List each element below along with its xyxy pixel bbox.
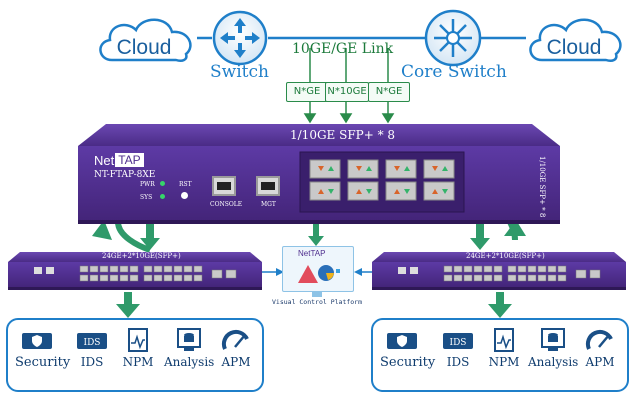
svg-text:IDS: IDS: [450, 338, 467, 348]
cloud-left: Cloud: [99, 18, 192, 62]
tool-analysis-label-right: Analysis: [528, 355, 579, 369]
npm-icon: [494, 328, 514, 352]
small-device-left-label: 24GE+2*10GE(SFP+): [102, 252, 181, 260]
analysis-icon: [541, 328, 565, 351]
cloud-left-label: Cloud: [117, 36, 172, 59]
tool-apm-label: APM: [221, 355, 251, 369]
switch-label: Switch: [210, 62, 269, 82]
main-device: 1/10GE SFP+ * 8 Net TAP NT-FTAP-8XE PWR …: [76, 122, 562, 226]
cloud-right-label: Cloud: [547, 36, 602, 59]
monitor-stand: [312, 291, 322, 297]
small-device-left: 24GE+2*10GE(SFP+): [6, 250, 264, 292]
brand-logo: Net TAP: [94, 152, 144, 168]
shield-icon: [22, 333, 52, 349]
console-label: CONSOLE: [210, 201, 243, 208]
ids-icon: IDS: [443, 333, 473, 349]
small-device-right: 24GE+2*10GE(SFP+): [370, 250, 628, 292]
sfp-ports: [309, 159, 455, 201]
small-device-left-body: [8, 252, 262, 290]
sfp-port-grid: [309, 159, 455, 201]
led-sys-label: SYS: [140, 194, 153, 201]
tool-ids-left: IDS IDS: [70, 327, 114, 369]
led-pwr-label: PWR: [140, 181, 155, 188]
link-box-1: N*GE: [286, 82, 328, 102]
router-icon: [212, 10, 268, 66]
shield-icon: [387, 333, 417, 349]
core-switch-icon: [424, 9, 482, 67]
device-model: NT-FTAP-8XE: [94, 170, 156, 180]
apm-icon: [221, 329, 249, 350]
link-label: 10GE/GE Link: [292, 41, 394, 57]
tool-security-right: Security: [380, 327, 436, 370]
tool-apm-label-right: APM: [585, 355, 615, 369]
tool-analysis-right: Analysis: [528, 327, 578, 369]
tool-security-label: Security: [15, 355, 71, 370]
cloud-links: [197, 36, 526, 40]
small-device-right-body: [372, 252, 626, 290]
main-device-top-label: 1/10GE SFP+ * 8: [290, 128, 396, 142]
control-platform: NetTAP Visual Control Platform: [272, 246, 362, 312]
tool-apm-left: APM: [214, 327, 258, 369]
cloud-right: Cloud: [529, 18, 622, 62]
tool-npm-label-right: NPM: [488, 355, 520, 369]
tool-ids-label-right: IDS: [446, 355, 470, 369]
tool-npm-right: NPM: [482, 327, 526, 369]
side-label: 1/10GE SFP+ * 8: [538, 156, 546, 218]
link-box-2: N*10GE: [325, 82, 369, 102]
tool-ids-label: IDS: [80, 355, 104, 369]
link-box-3: N*GE: [368, 82, 410, 102]
apm-icon: [585, 329, 613, 350]
brand-tap: TAP: [115, 153, 144, 167]
reset-label: RST: [179, 181, 192, 188]
analysis-icon: [177, 328, 201, 351]
led-pwr: [160, 181, 165, 186]
chart-icon: [298, 265, 340, 283]
tool-apm-right: APM: [578, 327, 622, 369]
platform-label: Visual Control Platform: [272, 298, 363, 306]
tool-security-label-right: Security: [380, 355, 436, 370]
brand-net: Net: [94, 152, 115, 168]
tool-analysis-label: Analysis: [164, 355, 215, 369]
tool-security-left: Security: [15, 327, 71, 370]
tool-ids-right: IDS IDS: [436, 327, 480, 369]
npm-icon: [128, 328, 148, 352]
reset-button: [181, 192, 188, 199]
console-port: [212, 176, 236, 196]
platform-brand: NetTAP: [298, 249, 326, 258]
small-device-right-label: 24GE+2*10GE(SFP+): [466, 252, 545, 260]
tools-panel-right: [371, 318, 629, 392]
tool-analysis-left: Analysis: [164, 327, 214, 369]
core-switch-label: Core Switch: [401, 62, 507, 82]
mgt-port: [256, 176, 280, 196]
svg-text:IDS: IDS: [84, 338, 101, 348]
tool-npm-left: NPM: [116, 327, 160, 369]
tool-npm-label: NPM: [122, 355, 154, 369]
mgt-label: MGT: [261, 201, 276, 208]
monitor-screen: [282, 246, 354, 292]
led-sys: [160, 194, 165, 199]
ids-icon: IDS: [77, 333, 107, 349]
